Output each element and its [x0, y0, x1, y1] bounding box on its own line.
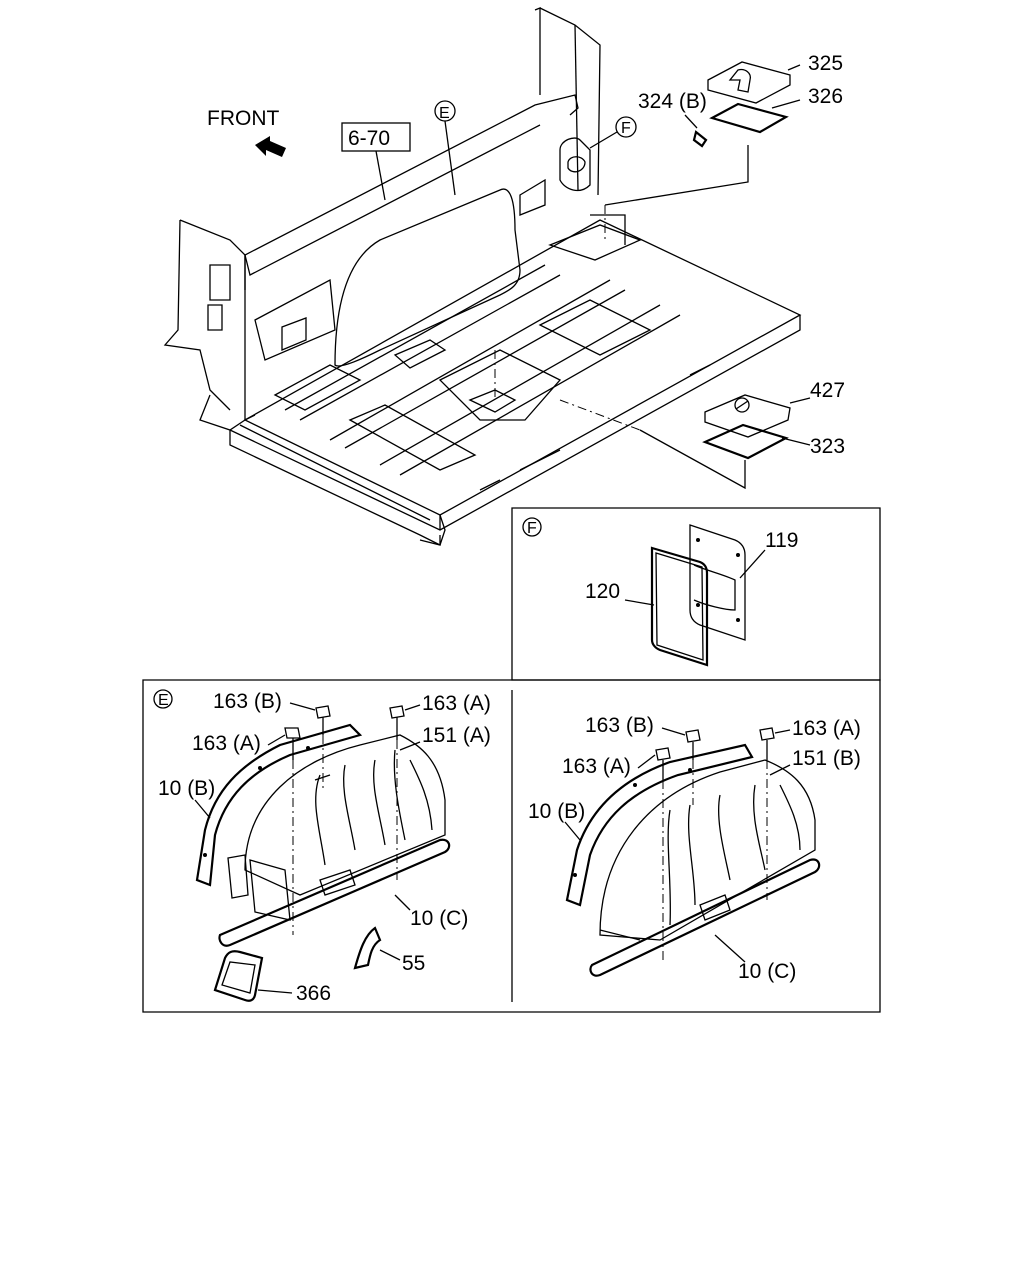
callout-e-163b: 163 (B): [213, 690, 282, 713]
callout-325: 325: [808, 52, 843, 75]
callout-326: 326: [808, 85, 843, 108]
callout-e-10c: 10 (C): [410, 907, 468, 930]
marker-f-main: F: [589, 116, 637, 149]
callout-427: 427: [810, 379, 845, 402]
front-arrow-icon: [255, 136, 286, 157]
callout-323: 323: [810, 435, 845, 458]
front-label: FRONT: [207, 107, 279, 130]
callout-120: 120: [585, 580, 620, 603]
callout-r-151b: 151 (B): [792, 747, 861, 770]
marker-e-main: E: [434, 100, 456, 196]
callout-e-10b: 10 (B): [158, 777, 215, 800]
callout-324b: 324 (B): [638, 90, 707, 113]
marker-e-main-label: E: [439, 105, 450, 122]
callout-e-151a: 151 (A): [422, 724, 491, 747]
callout-e-163a-top: 163 (A): [422, 692, 491, 715]
detail-f-panel: F 119 120: [511, 507, 881, 681]
front-indicator: FRONT: [207, 107, 286, 157]
part-326-gasket: 326: [709, 85, 843, 134]
marker-e-detail-label: E: [158, 692, 169, 709]
callout-e-55: 55: [402, 952, 425, 975]
truck-bed-floor: [163, 7, 802, 546]
callout-119: 119: [765, 529, 798, 552]
marker-f-main-label: F: [621, 120, 631, 137]
callout-r-163b: 163 (B): [585, 714, 654, 737]
part-324b-clip: 324 (B): [638, 90, 708, 148]
callout-r-163a-left: 163 (A): [562, 755, 631, 778]
callout-e-163a-left: 163 (A): [192, 732, 261, 755]
callout-r-10c: 10 (C): [738, 960, 796, 983]
callout-r-10b: 10 (B): [528, 800, 585, 823]
part-323-gasket: 323: [702, 423, 845, 460]
part-427-plate: 427: [704, 379, 845, 438]
callout-e-366: 366: [296, 982, 331, 1005]
reference-box-label: 6-70: [348, 127, 390, 150]
marker-f-detail-label: F: [527, 520, 537, 537]
callout-r-163a-top: 163 (A): [792, 717, 861, 740]
detail-e-right: 163 (B) 163 (A) 163 (A) 151 (B) 10 (B) 1…: [528, 714, 861, 983]
detail-e-panel: E 366 55: [142, 679, 881, 1013]
part-325-cover: 325: [707, 52, 843, 104]
reference-box: 6-70: [341, 122, 411, 201]
